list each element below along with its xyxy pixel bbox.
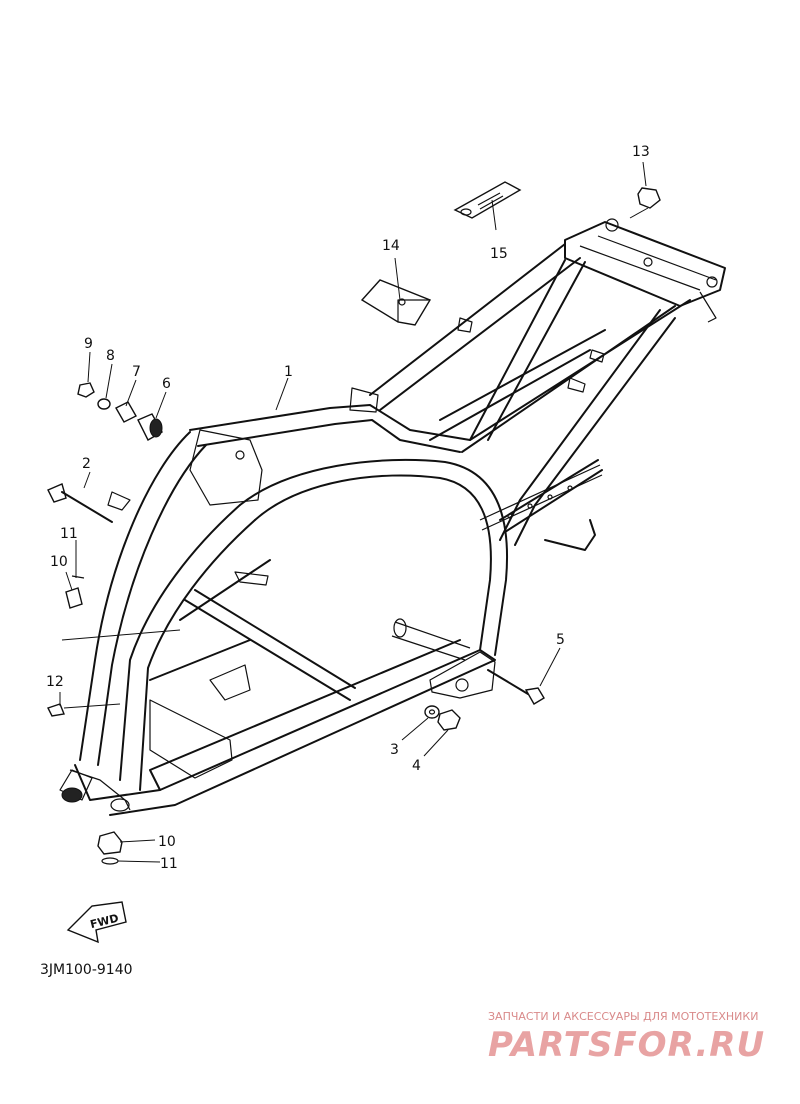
part-12-bolt (47, 703, 121, 717)
fwd-arrow-icon: FWD (66, 901, 127, 944)
part-15-plate (453, 181, 522, 219)
part-2-long-bolt (47, 483, 113, 523)
callout-13: 13 (632, 144, 650, 160)
callout-11-lower: 11 (160, 856, 178, 872)
part-8-washer (97, 398, 111, 410)
callout-9: 9 (84, 336, 93, 352)
callout-12: 12 (46, 674, 64, 690)
part-10-upper-damper (65, 587, 83, 609)
callout-2: 2 (82, 456, 91, 472)
watermark-brand: PARTSFOR.RU (488, 1025, 765, 1065)
callout-5: 5 (556, 632, 565, 648)
part-9-bolt (77, 382, 95, 398)
callout-7: 7 (132, 364, 141, 380)
callout-10-upper: 10 (50, 554, 68, 570)
part-3-washer (424, 705, 440, 719)
callout-11-upper: 11 (60, 526, 78, 542)
callout-14: 14 (382, 238, 400, 254)
callout-8: 8 (106, 348, 115, 364)
part-6-bush (137, 413, 163, 441)
callout-3: 3 (390, 742, 399, 758)
callout-10-lower: 10 (158, 834, 176, 850)
part-10-lower-damper (97, 831, 123, 855)
watermark-tagline: ЗАПЧАСТИ И АКСЕССУАРЫ ДЛЯ МОТОТЕХНИКИ (488, 1010, 758, 1023)
part-5-pivot-bolt (487, 669, 545, 705)
diagram-part-code: 3JM100-9140 (40, 962, 133, 978)
part-11-lower-clip (101, 857, 119, 865)
leader-lines (59, 161, 647, 863)
part-11-upper-clip (71, 575, 85, 579)
part-14-pad (360, 279, 432, 326)
main-frame (59, 218, 726, 816)
part-13-nut (629, 187, 661, 219)
part-4-nut (437, 709, 461, 731)
callout-1: 1 (284, 364, 293, 380)
callout-6: 6 (162, 376, 171, 392)
callout-labels: 13 15 14 1 9 8 7 6 2 11 10 12 5 3 4 10 1… (46, 144, 650, 872)
part-7-collar (115, 401, 137, 423)
callout-4: 4 (412, 758, 421, 774)
watermark: ЗАПЧАСТИ И АКСЕССУАРЫ ДЛЯ МОТОТЕХНИКИ PA… (488, 1010, 765, 1065)
callout-15: 15 (490, 246, 508, 262)
